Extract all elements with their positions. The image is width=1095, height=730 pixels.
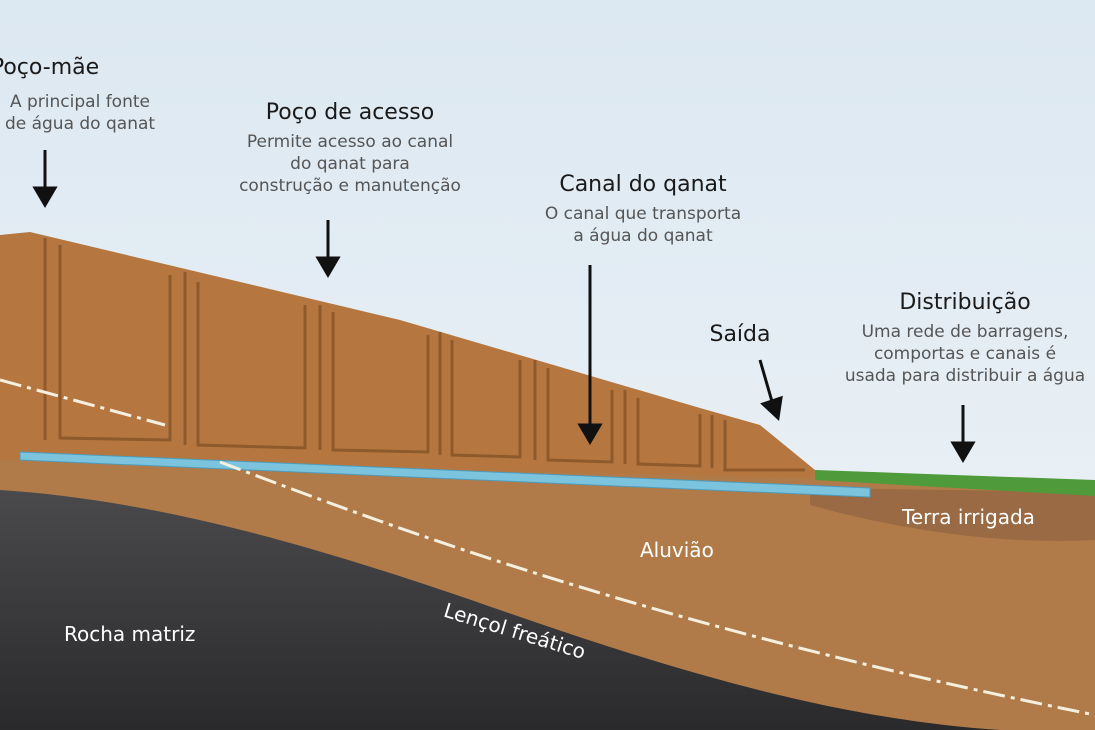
mother-well-label: Poço-mãe (0, 55, 100, 80)
canal-desc-1: O canal que transporta (544, 204, 742, 224)
access-well-desc-2: do qanat para (290, 154, 410, 174)
distribution-label: Distribuição Uma rede de barragens, comp… (810, 290, 1095, 387)
mother-well-desc-1: A principal fonte (9, 92, 150, 112)
bedrock-label: Rocha matriz (64, 622, 196, 646)
grass (815, 470, 1095, 496)
access-well-desc-1: Permite acesso ao canal (246, 132, 454, 152)
distribution-desc-2: comportas e canais é (873, 344, 1057, 364)
canal-label: Canal do qanat O canal que transporta a … (493, 172, 793, 247)
water-table-line (0, 378, 1095, 717)
access-well-title: Poço de acesso (265, 100, 435, 125)
access-well-label: Poço de acesso Permite acesso ao canal d… (200, 100, 500, 197)
access-well-desc-3: construção e manutenção (239, 176, 461, 196)
mother-well-title: Poço-mãe (0, 55, 100, 80)
canal-desc-2: a água do qanat (573, 226, 713, 246)
alluvium-label: Aluvião (640, 538, 714, 562)
distribution-desc-3: usada para distribuir a água (844, 366, 1086, 386)
mother-well-desc: A principal fonte de água do qanat (0, 91, 200, 135)
qanat-canal (19, 451, 871, 498)
bedrock-layer (0, 490, 1000, 730)
distribution-title: Distribuição (899, 290, 1031, 315)
irrigated-land-label: Terra irrigada (902, 505, 1035, 529)
distribution-desc-1: Uma rede de barragens, (861, 322, 1069, 342)
irrigated-land-layer (810, 488, 1095, 541)
outlet-label: Saída (709, 322, 771, 347)
canal-title: Canal do qanat (559, 172, 727, 197)
mother-well-desc-2: de água do qanat (4, 114, 156, 134)
